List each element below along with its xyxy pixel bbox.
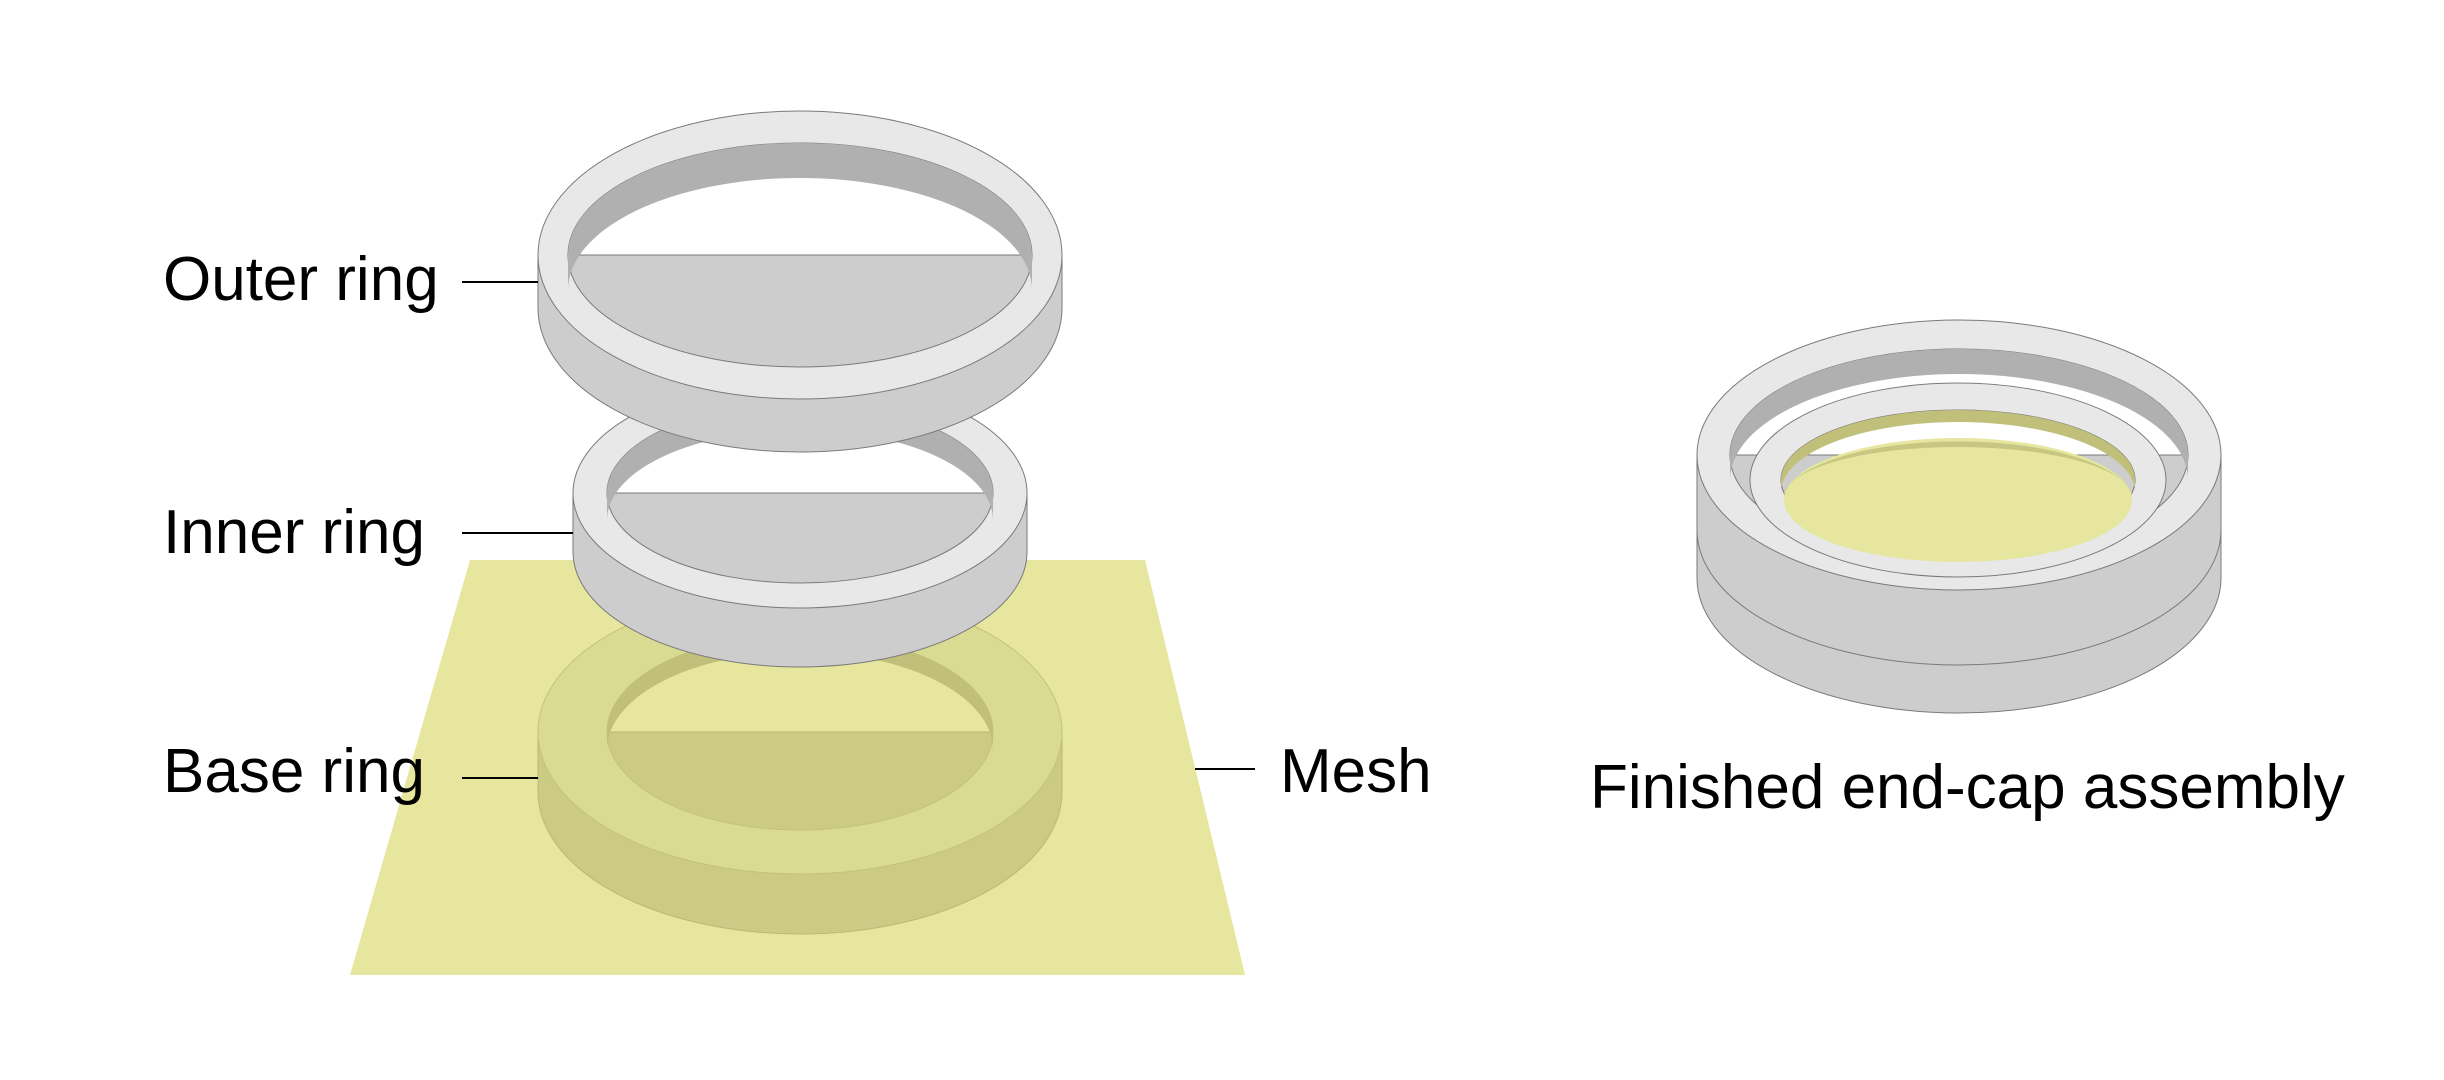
mesh-label: Mesh <box>1280 737 1432 806</box>
inner-ring-label: Inner ring <box>163 498 425 567</box>
outer-ring-label: Outer ring <box>163 245 439 314</box>
base-ring-label: Base ring <box>163 737 425 806</box>
outer-ring-side <box>537 254 1063 453</box>
inner-ring-side <box>572 492 1028 668</box>
base-ring-inner-wall <box>607 634 993 750</box>
assembly-mesh-center <box>1784 438 2132 562</box>
outer-ring <box>537 110 1063 453</box>
finished-assembly <box>1696 319 2222 714</box>
assembly-outer-inner-wall <box>1730 349 2188 480</box>
outer-ring-inner-wall <box>568 143 1032 290</box>
assembly-inner-ring-wall <box>1781 410 2135 492</box>
assembly-label: Finished end-cap assembly <box>1590 753 2345 822</box>
